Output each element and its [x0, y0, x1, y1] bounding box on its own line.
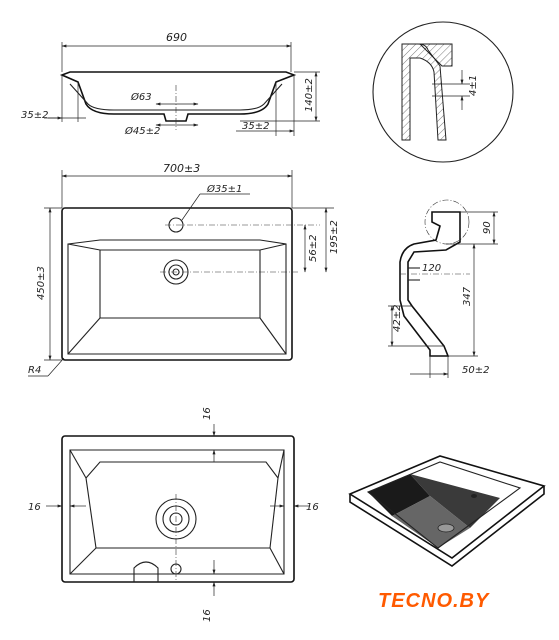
- dim-depth: 140±2: [304, 78, 315, 112]
- dim-overall-depth: 450±3: [36, 266, 47, 300]
- dim-tap-offset: 195±2: [329, 220, 340, 254]
- dim-side-inner: 120: [422, 263, 441, 274]
- dim-corner-radius: R4: [28, 365, 41, 376]
- perspective-view: [348, 455, 546, 567]
- dim-rim-right: 35±2: [242, 121, 269, 132]
- dim-wall-right: 16: [306, 502, 319, 513]
- dim-drain-offset: 56±2: [308, 235, 319, 262]
- side-view: 90 120 347 42±2 50±2: [388, 199, 498, 378]
- brand-logo: TECNO.BY: [378, 590, 490, 612]
- dim-wall-bottom: 16: [202, 609, 213, 622]
- dim-wall-left: 16: [28, 502, 41, 513]
- dim-side-height: 347: [462, 286, 473, 306]
- dim-detail-wall: 4±1: [468, 75, 479, 96]
- dim-tap-hole: Ø35±1: [206, 183, 242, 195]
- dim-top-width: 690: [166, 31, 187, 44]
- section-view: 690 Ø63 Ø45±2 35±2 35±2 140±2: [21, 31, 320, 137]
- dim-side-lower: 42±2: [392, 305, 403, 332]
- dim-wall-top: 16: [202, 407, 213, 420]
- dim-bottom-drain: Ø45±2: [124, 125, 160, 137]
- dim-side-top: 90: [482, 221, 493, 234]
- dim-rim-left: 35±2: [21, 110, 48, 121]
- plan-view: 700±3 Ø35±1 450±3 56±2 195±2: [28, 162, 340, 377]
- dim-overall-width: 700±3: [163, 162, 200, 175]
- detail-view: 4±1: [372, 21, 514, 163]
- dim-side-base: 50±2: [462, 365, 489, 376]
- bottom-plan-view: 16 16 16 16: [28, 407, 319, 622]
- dim-drain-diameter: Ø63: [130, 91, 152, 103]
